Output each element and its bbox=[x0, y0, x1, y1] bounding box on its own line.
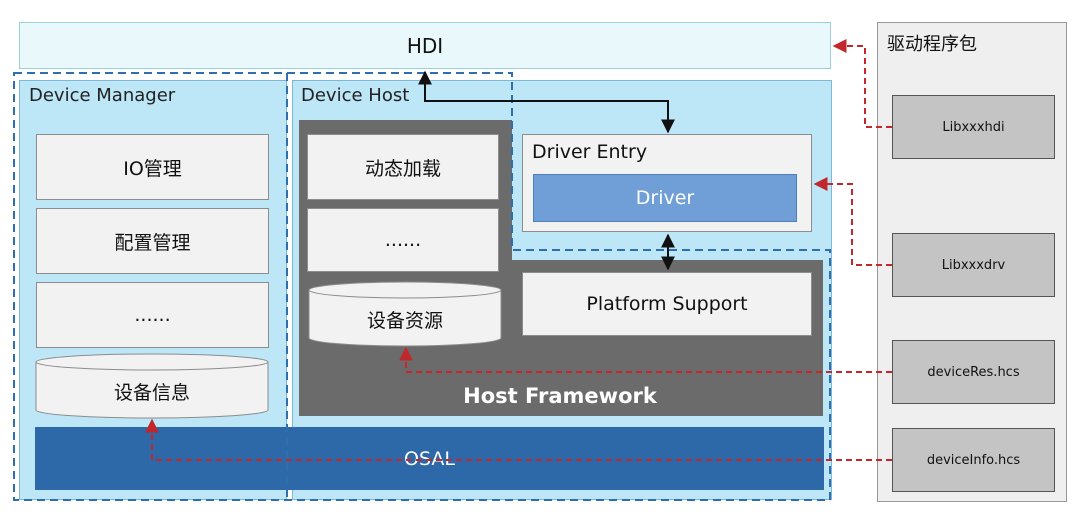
osal-bar: OSAL bbox=[35, 427, 824, 490]
driver-label: Driver bbox=[635, 187, 695, 209]
dynamic-loading-label: 动态加载 bbox=[364, 157, 441, 180]
device-manager-more-label: ...... bbox=[134, 304, 171, 326]
deviceinfo-to-info-link bbox=[145, 418, 892, 461]
package-item-libxxxdrv-label: Libxxxdrv bbox=[941, 257, 1006, 273]
deviceres-to-resource-link bbox=[399, 346, 892, 373]
hdi-driver-entry-arrow bbox=[418, 70, 675, 134]
hdi-label: HDI bbox=[406, 33, 444, 58]
package-item-libxxxdrv: Libxxxdrv bbox=[892, 233, 1055, 297]
libxxxhdi-to-hdi-link bbox=[832, 39, 892, 128]
dynamic-loading-box: 动态加载 bbox=[307, 134, 499, 200]
device-manager-title: Device Manager bbox=[29, 85, 176, 106]
package-item-deviceres: deviceRes.hcs bbox=[892, 340, 1055, 404]
host-framework-label: Host Framework bbox=[463, 384, 657, 408]
device-manager-more-box: ...... bbox=[36, 282, 269, 348]
device-host-title: Device Host bbox=[301, 85, 410, 106]
device-resource-label: 设备资源 bbox=[366, 309, 443, 332]
device-info-cylinder bbox=[35, 353, 269, 419]
device-host-more-box: ...... bbox=[307, 208, 499, 272]
driver-package-title: 驱动程序包 bbox=[887, 34, 977, 55]
package-item-libxxxhdi: Libxxxhdi bbox=[892, 95, 1055, 159]
io-management-label: IO管理 bbox=[123, 157, 182, 180]
device-host-more-label: ...... bbox=[384, 229, 422, 251]
hdi-bar: HDI bbox=[19, 22, 831, 69]
package-item-deviceres-label: deviceRes.hcs bbox=[927, 364, 1020, 380]
config-management-box: 配置管理 bbox=[36, 208, 269, 274]
config-management-label: 配置管理 bbox=[114, 231, 191, 254]
package-item-libxxxhdi-label: Libxxxhdi bbox=[942, 119, 1005, 135]
package-item-deviceinfo: deviceInfo.hcs bbox=[892, 428, 1055, 492]
platform-support-label: Platform Support bbox=[586, 293, 748, 315]
platform-support-box: Platform Support bbox=[522, 272, 812, 336]
driver-box: Driver bbox=[533, 174, 797, 222]
package-item-deviceinfo-label: deviceInfo.hcs bbox=[926, 452, 1021, 468]
device-resource-cylinder bbox=[308, 281, 502, 347]
driver-entry-label: Driver Entry bbox=[532, 141, 648, 163]
device-info-label: 设备信息 bbox=[113, 381, 190, 404]
libxxxdrv-to-driver-link bbox=[813, 177, 892, 266]
osal-label: OSAL bbox=[404, 447, 455, 470]
io-management-box: IO管理 bbox=[36, 134, 269, 200]
